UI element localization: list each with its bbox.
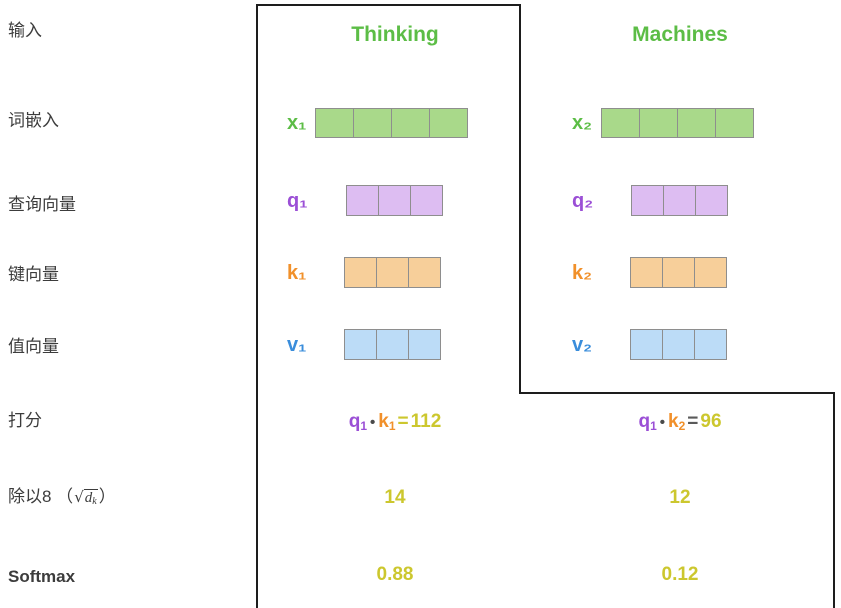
score-expression-col1: q1•k1=112 [265,412,525,432]
cell [663,185,697,216]
radicand: dk [83,489,98,507]
cell [353,108,393,138]
key-vector-k1: k₁ [287,257,442,288]
cell [409,185,443,216]
softmax-value-col2: 0.12 [661,564,699,585]
softmax-value-col1: 0.88 [376,564,414,585]
cell [315,108,355,138]
vector-label-k1: k₁ [287,261,307,284]
vector-label-k2: k₂ [572,261,593,284]
cell [630,257,664,288]
score-k-label-1: k1 [378,411,395,432]
cell [376,329,410,360]
cells-k1 [344,257,442,288]
cell [344,329,378,360]
q-subscript: 1 [650,419,657,433]
score-expression-col2: q1•k2=96 [550,412,810,432]
divided-value-col1: 14 [384,487,406,508]
cell [715,108,755,138]
vector-label-q1: q₁ [287,189,308,212]
cells-v1 [344,329,442,360]
embedding-vector-x2: x₂ [572,108,755,138]
cells-x2 [601,108,755,138]
score-q-label-1: q1 [349,411,367,432]
cell [695,185,729,216]
value-vector-v2: v₂ [572,329,728,360]
cell [662,329,696,360]
vector-label-x1: x₁ [287,112,307,134]
equals-sign: = [687,411,699,432]
divide-prefix: 除以8 （ [8,487,74,506]
cells-v2 [630,329,728,360]
cell [429,108,469,138]
cell [662,257,696,288]
column-header-machines: Machines [632,23,728,46]
k-letter: k [378,411,389,432]
cell [391,108,431,138]
dot-product-icon: • [659,414,666,431]
cells-x1 [315,108,469,138]
cell [345,185,379,216]
sqrt-dk-expression: √dk [73,488,99,507]
column-header-thinking: Thinking [351,23,439,46]
cells-q2 [631,185,729,216]
embedding-vector-x1: x₁ [287,108,469,138]
radical-icon: √ [74,488,84,506]
cell [601,108,641,138]
query-vector-q1: q₁ [287,185,443,216]
cell [631,185,665,216]
cell [376,257,410,288]
row-label-value: 值向量 [8,337,59,356]
score-value-1: 112 [410,411,442,432]
vector-label-x2: x₂ [572,112,593,134]
cell [344,257,378,288]
q-letter: q [638,411,651,432]
row-label-embedding: 词嵌入 [8,111,59,130]
cell [694,257,728,288]
row-label-input: 输入 [8,21,42,40]
divided-value-col2: 12 [669,487,691,508]
row-label-softmax: Softmax [8,567,76,586]
cell [677,108,717,138]
row-label-divide: 除以8 （√dk） [8,488,116,507]
query-vector-q2: q₂ [572,185,729,216]
row-label-key: 键向量 [8,265,59,284]
score-k-label-2: k2 [668,411,685,432]
cell [408,257,442,288]
upper-region-outline [256,4,521,394]
vector-label-v2: v₂ [572,333,593,356]
k-letter: k [668,411,679,432]
vector-label-q2: q₂ [572,189,594,212]
score-q-label-2: q1 [638,411,656,432]
cells-q1 [345,185,443,216]
vector-label-v1: v₁ [287,333,307,356]
score-value-2: 96 [700,411,722,432]
cell [639,108,679,138]
cell [408,329,442,360]
cell [694,329,728,360]
q-subscript: 1 [360,419,367,433]
outline-seam-patch [258,390,519,396]
key-vector-k2: k₂ [572,257,728,288]
k-subscript: 2 [678,419,686,433]
dot-product-icon: • [370,414,376,431]
q-letter: q [348,411,361,432]
k-subscript: 1 [388,419,396,433]
row-label-query: 查询向量 [8,195,76,214]
lower-region-outline [256,392,835,608]
value-vector-v1: v₁ [287,329,442,360]
cell [377,185,411,216]
cells-k2 [630,257,728,288]
equals-sign: = [397,411,409,432]
row-label-score: 打分 [8,411,42,430]
dk-variable: d [84,490,93,506]
cell [630,329,664,360]
divide-suffix: ） [98,487,116,506]
dk-subscript: k [92,496,97,507]
